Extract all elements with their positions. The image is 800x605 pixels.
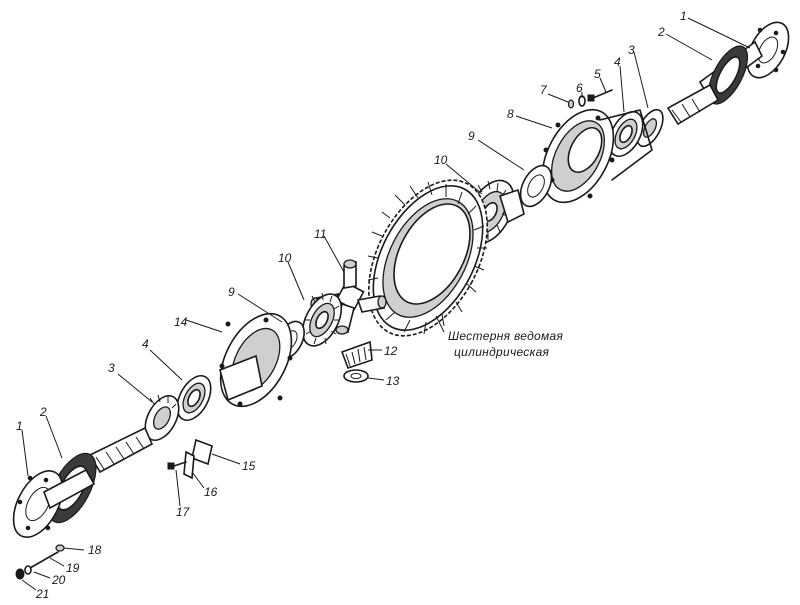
part-21-nut [15,568,25,580]
label-5-upper: 5 [594,67,601,81]
label-10-upper: 10 [434,153,448,167]
part-18-nut [55,544,65,552]
part-10-middle-side-gear [301,292,343,347]
label-16: 16 [204,485,218,499]
driven-cylindrical-gear [367,179,488,337]
label-12: 12 [384,344,398,358]
label-7-upper: 7 [540,83,548,97]
driven-gear-caption: Шестерня ведомая цилиндрическая [435,315,564,359]
label-6-upper: 6 [576,81,583,95]
label-21: 21 [35,587,49,601]
part-4-lower-bearing [176,375,212,421]
label-14: 14 [174,315,188,329]
leader-lines [21,17,751,591]
part-4-upper-bearing [608,111,644,157]
part-19-stud [29,551,59,569]
label-17: 17 [176,505,191,519]
label-3-upper: 3 [628,43,635,57]
label-8-upper: 8 [507,107,514,121]
caption-line-2: цилиндрическая [454,345,550,359]
part-15-lock-plate [191,438,213,466]
labels-lower: 4 3 2 1 15 16 17 18 19 20 21 [16,337,256,601]
label-10-middle: 10 [278,251,292,265]
part-1-lower-flange [12,468,96,538]
lower-splined-shaft [88,426,154,474]
label-1-upper: 1 [680,9,687,23]
label-3-lower: 3 [108,361,115,375]
part-8-upper-housing-half [541,108,653,204]
part-16-tab-washer [183,450,195,480]
part-12-pinion-gear [340,340,373,370]
part-7-upper-nut [567,99,575,109]
label-4-upper: 4 [614,55,621,69]
part-9-upper-thrust-washer [519,164,553,208]
label-9-upper: 9 [468,129,475,143]
part-5-upper-bolt [587,89,613,102]
part-20-washer [24,565,32,575]
labels-upper: 1 2 3 4 5 6 7 8 9 10 [434,9,687,167]
part-3-upper-splined-hub [636,83,720,148]
label-18: 18 [88,543,102,557]
label-11: 11 [314,227,326,241]
label-2-lower: 2 [39,405,47,419]
labels-middle: 11 10 9 14 12 13 [174,227,400,388]
part-13-washer [343,369,369,383]
label-13: 13 [386,374,400,388]
label-1-lower: 1 [16,419,23,433]
label-15: 15 [242,459,256,473]
part-14-housing-half [219,312,293,408]
label-2-upper: 2 [657,25,665,39]
label-19: 19 [66,561,80,575]
caption-line-1: Шестерня ведомая [448,329,564,343]
part-17-bolt [167,461,187,470]
label-20: 20 [51,573,66,587]
label-9-middle: 9 [228,285,235,299]
label-4-lower: 4 [142,337,149,351]
